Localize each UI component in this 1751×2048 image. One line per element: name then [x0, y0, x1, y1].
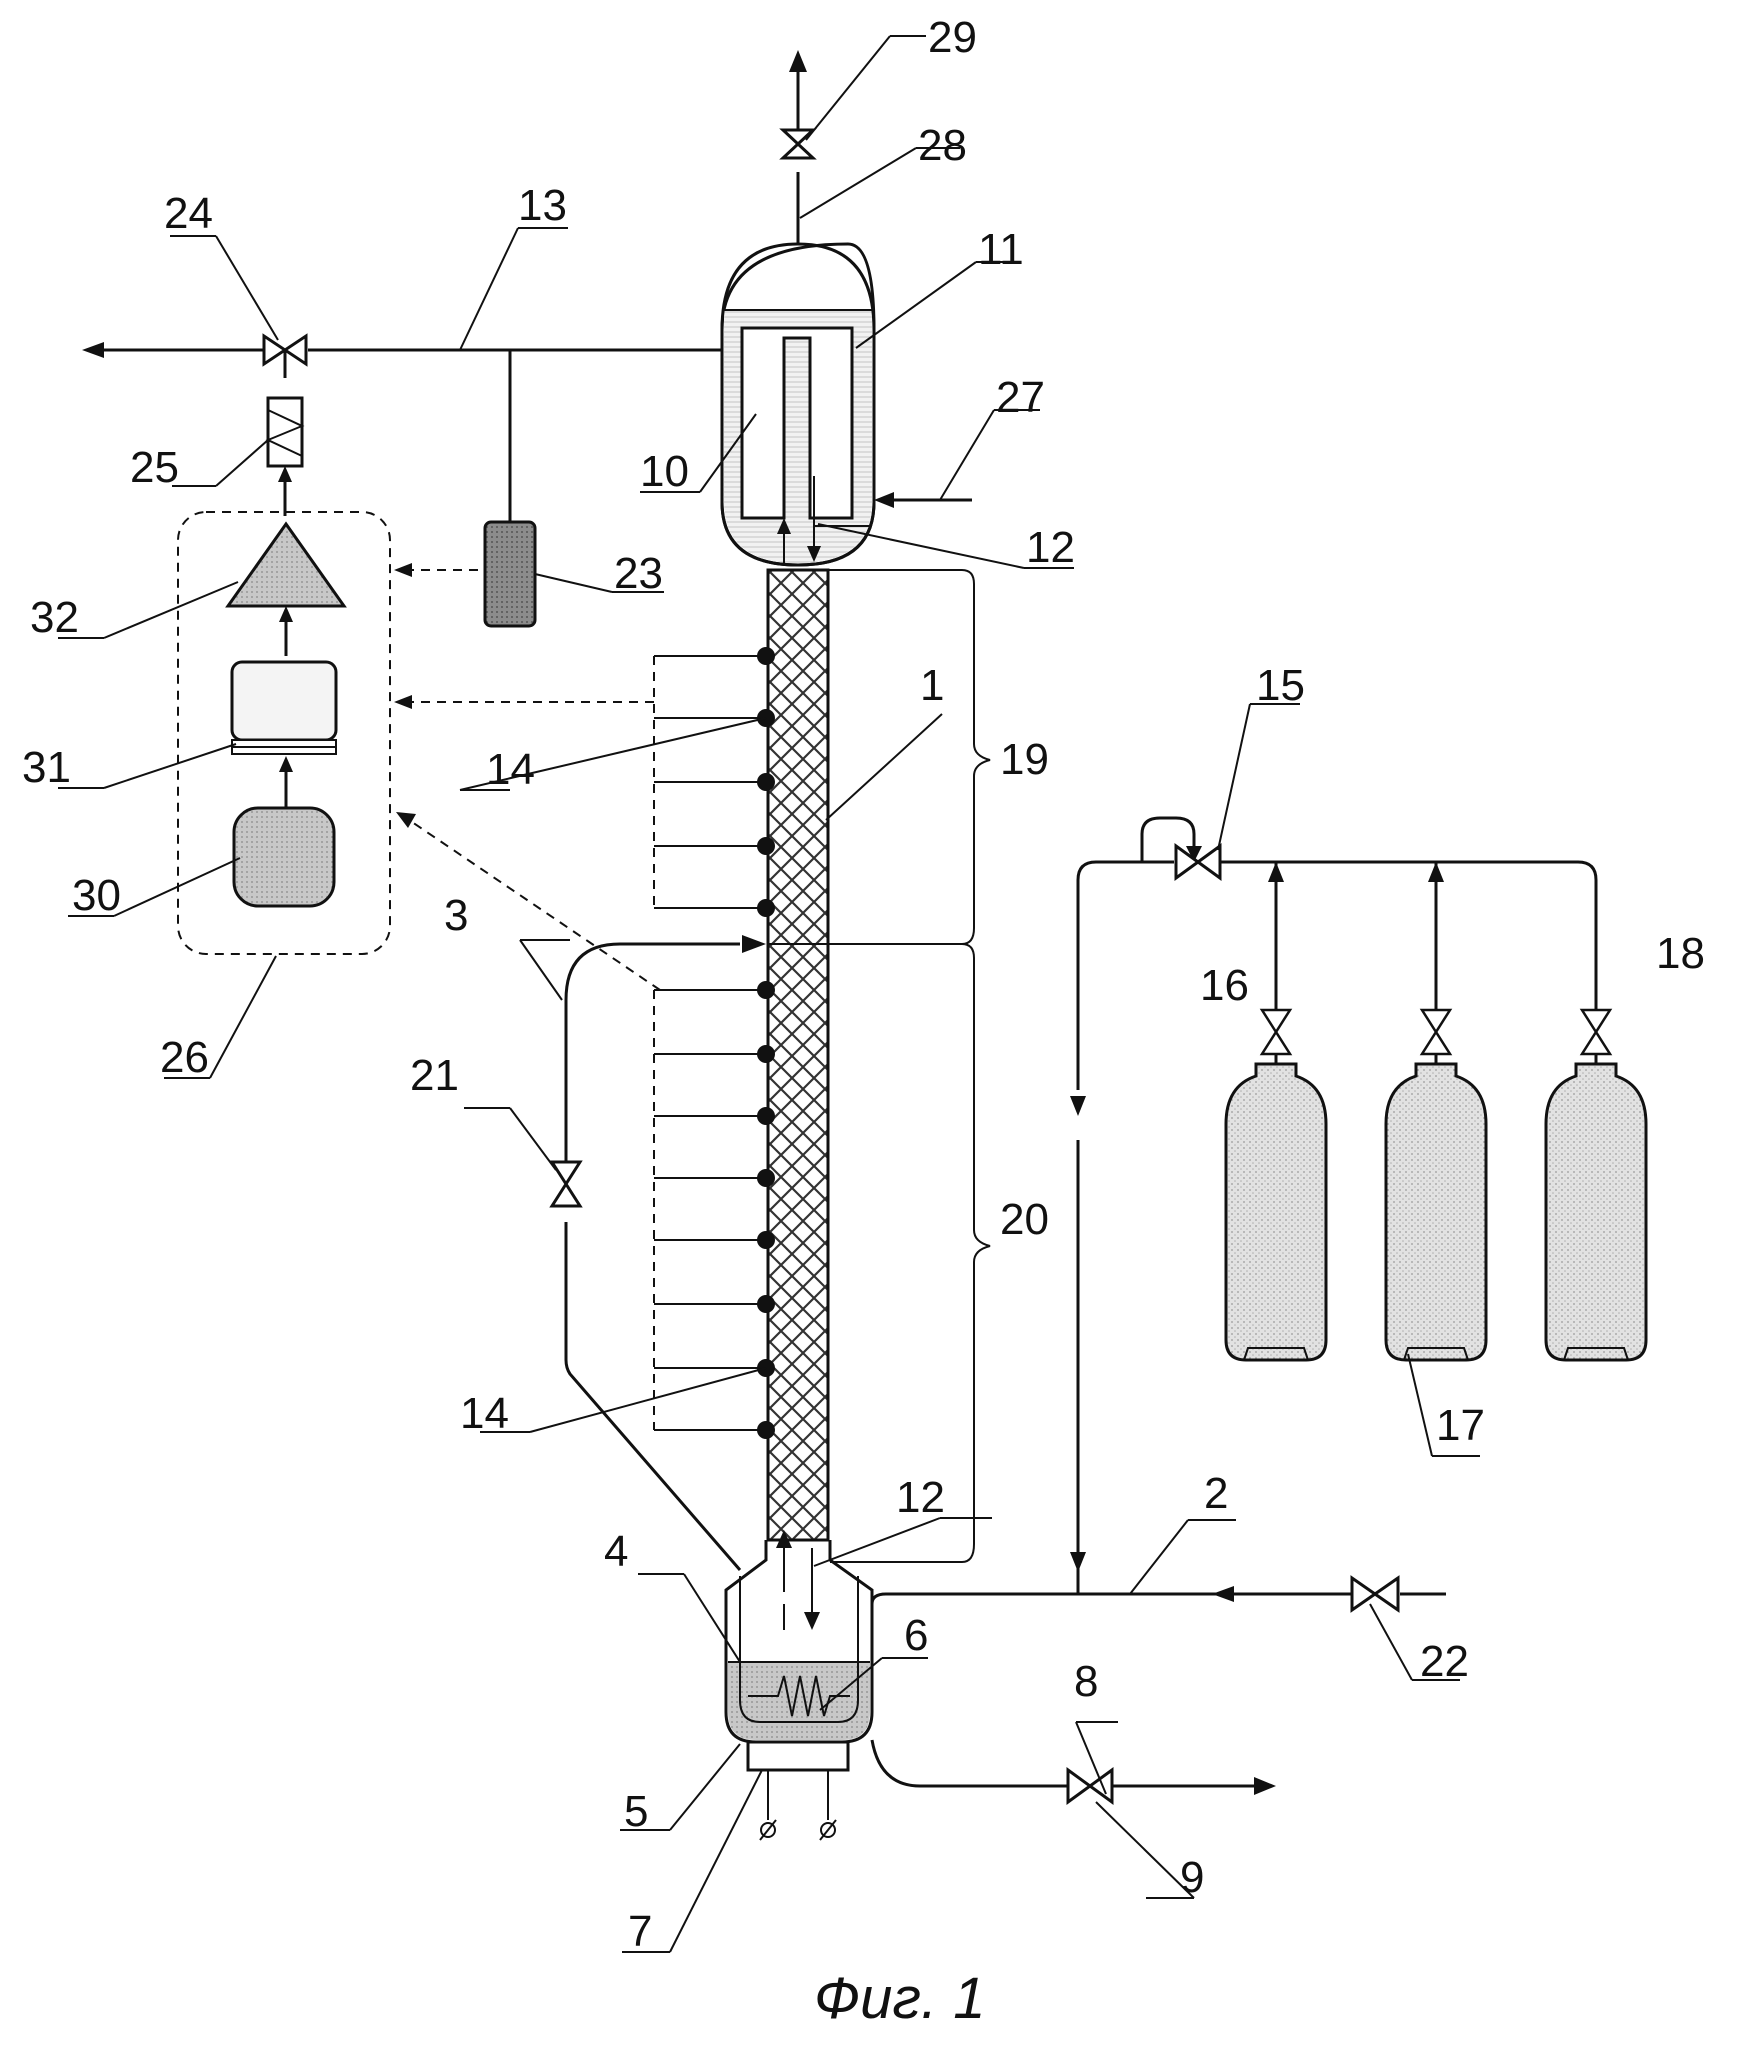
label-9: 9 [1180, 1853, 1204, 1902]
label-24: 24 [164, 189, 213, 238]
gas-manifold [1070, 816, 1598, 1594]
label-1: 1 [920, 661, 944, 710]
label-2: 2 [1204, 1469, 1228, 1518]
label-14-lower: 14 [460, 1389, 509, 1438]
label-32: 32 [30, 593, 79, 642]
label-21: 21 [410, 1051, 459, 1100]
label-29: 29 [928, 13, 977, 62]
brace-20 [828, 943, 991, 1563]
brace-19 [828, 569, 991, 945]
label-26: 26 [160, 1033, 209, 1082]
gas-cylinder-17 [1384, 1008, 1488, 1362]
sensor-23 [483, 520, 537, 628]
label-28: 28 [918, 121, 967, 170]
label-30: 30 [72, 871, 121, 920]
label-7: 7 [628, 1907, 652, 1956]
coolant-inlet-27 [874, 492, 972, 508]
flow-sensor-25 [265, 396, 305, 516]
label-17: 17 [1436, 1401, 1485, 1450]
bypass-line-3 [564, 935, 766, 1571]
label-19: 19 [1000, 735, 1049, 784]
label-10: 10 [640, 447, 689, 496]
label-31: 31 [22, 743, 71, 792]
valve-9[interactable] [1066, 1767, 1114, 1805]
boiler-flask [724, 1530, 874, 1841]
label-4: 4 [604, 1527, 628, 1576]
label-23: 23 [614, 549, 663, 598]
label-6: 6 [904, 1611, 928, 1660]
column-1 [766, 568, 830, 1542]
label-14-upper: 14 [486, 745, 535, 794]
label-15: 15 [1256, 661, 1305, 710]
label-20: 20 [1000, 1195, 1049, 1244]
bottoms-line-8 [870, 1739, 1276, 1795]
valve-21[interactable] [549, 1160, 583, 1208]
gas-cylinder-18 [1544, 1008, 1648, 1362]
leader-lines [58, 35, 1480, 1953]
gas-cylinder-16 [1224, 1008, 1328, 1362]
label-16: 16 [1200, 961, 1249, 1010]
label-22: 22 [1420, 1637, 1469, 1686]
valve-24[interactable] [262, 333, 308, 378]
label-12-top: 12 [1026, 523, 1075, 572]
signal-links [394, 563, 661, 991]
labels: 29 28 11 27 10 12 13 24 25 23 32 31 30 2… [22, 13, 1705, 2031]
valve-29[interactable] [779, 128, 817, 160]
temperature-sensors-14 [653, 647, 775, 1439]
label-13: 13 [518, 181, 567, 230]
label-27: 27 [996, 373, 1045, 422]
label-12-bottom: 12 [896, 1473, 945, 1522]
label-3: 3 [444, 891, 468, 940]
label-25: 25 [130, 443, 179, 492]
figure-caption: Фиг. 1 [814, 1966, 985, 2031]
label-8: 8 [1074, 1657, 1098, 1706]
label-18: 18 [1656, 929, 1705, 978]
feed-line-2 [870, 1586, 1446, 1605]
reflux-condenser-vessel [720, 242, 876, 567]
valve-22[interactable] [1350, 1575, 1400, 1613]
control-unit-26 [177, 511, 391, 955]
label-5: 5 [624, 1787, 648, 1836]
label-11: 11 [978, 225, 1024, 274]
vapor-line-13 [82, 342, 722, 522]
valve-15[interactable] [1174, 843, 1222, 881]
